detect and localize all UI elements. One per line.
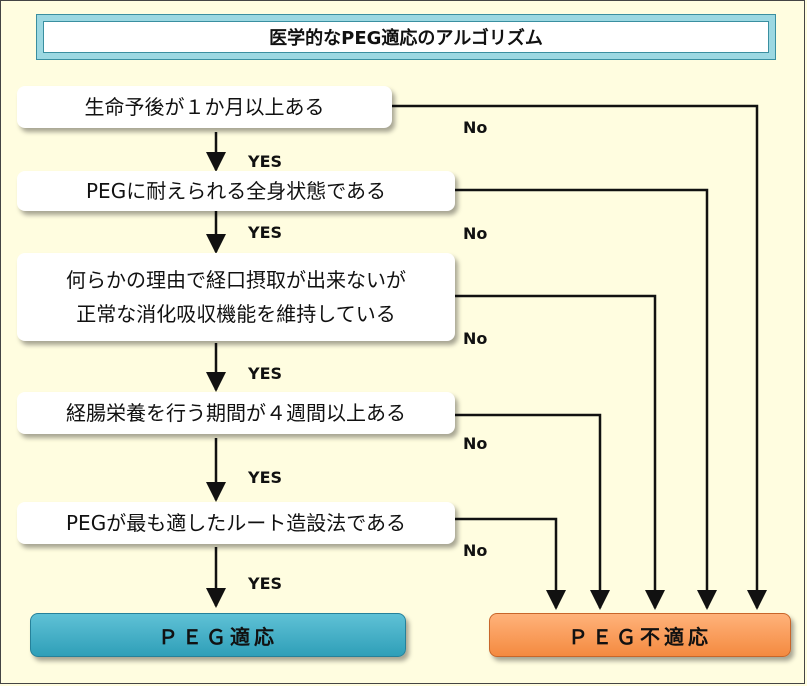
yes-label-1: YES — [248, 152, 283, 171]
yes-label-3: YES — [248, 364, 283, 383]
no-label-2: No — [463, 224, 488, 243]
step-best-route: PEGが最も適したルート造設法である — [17, 502, 455, 544]
step-general-condition: PEGに耐えられる全身状態である — [17, 171, 455, 211]
yes-label-2: YES — [248, 223, 283, 242]
no-label-3: No — [463, 329, 488, 348]
step-oral-intake-line2: 正常な消化吸収機能を維持している — [76, 302, 396, 326]
yes-label-5: YES — [248, 574, 283, 593]
diagram-title: 医学的なPEG適応のアルゴリズム — [43, 21, 769, 53]
step-duration-text: 経腸栄養を行う期間が４週間以上ある — [66, 401, 406, 425]
step-prognosis: 生命予後が１か月以上ある — [17, 86, 392, 128]
result-peg-indicated: ＰＥＧ適応 — [30, 613, 406, 657]
no-label-1: No — [463, 118, 488, 137]
step-oral-intake-line1: 何らかの理由で経口摂取が出来ないが — [66, 268, 406, 292]
step-duration: 経腸栄養を行う期間が４週間以上ある — [17, 392, 455, 434]
step-oral-intake: 何らかの理由で経口摂取が出来ないが 正常な消化吸収機能を維持している — [17, 253, 455, 341]
step-best-route-text: PEGが最も適したルート造設法である — [66, 511, 406, 535]
step-prognosis-text: 生命予後が１か月以上ある — [84, 95, 325, 119]
step-general-condition-text: PEGに耐えられる全身状態である — [86, 179, 386, 203]
result-peg-not-indicated: ＰＥＧ不適応 — [489, 613, 791, 657]
no-label-4: No — [463, 434, 488, 453]
no-label-5: No — [463, 541, 488, 560]
title-box: 医学的なPEG適応のアルゴリズム — [36, 14, 776, 60]
yes-label-4: YES — [248, 468, 283, 487]
